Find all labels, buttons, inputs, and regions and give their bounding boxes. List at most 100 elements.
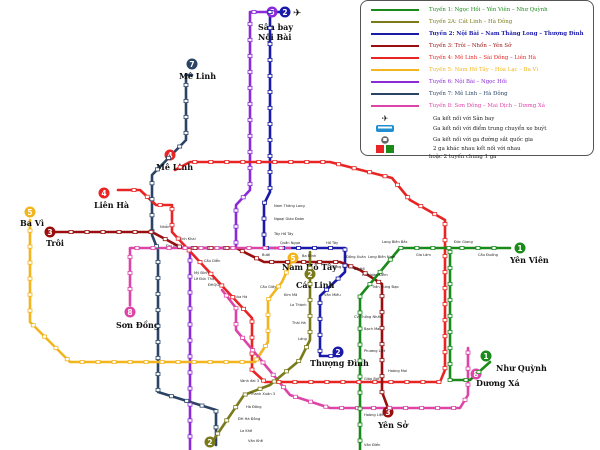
station-giap-bat[interactable]: Giáp Bát: [364, 377, 380, 381]
station-marker[interactable]: [262, 200, 268, 205]
station-marker[interactable]: [442, 222, 448, 227]
station-marker[interactable]: [262, 343, 268, 348]
station-marker[interactable]: [247, 165, 253, 170]
station-marker[interactable]: [379, 390, 385, 395]
station-marker[interactable]: [403, 405, 409, 410]
station-marker[interactable]: [459, 245, 465, 250]
station-tay-ho-tay[interactable]: Tây Hồ Tây: [273, 232, 294, 236]
station-marker[interactable]: [233, 306, 239, 311]
station-marker[interactable]: [131, 187, 137, 192]
station-long-bien-nam[interactable]: Long Biên Nam: [368, 255, 396, 259]
station-marker[interactable]: [357, 374, 363, 379]
station-marker[interactable]: [379, 374, 385, 379]
station-thang-long[interactable]: Thăng Long: [329, 265, 351, 269]
station-my-dinh[interactable]: Mỹ Đình: [194, 271, 209, 275]
station-marker[interactable]: [240, 195, 246, 200]
station-buoi[interactable]: Bưởi: [262, 253, 270, 257]
station-marker[interactable]: [328, 353, 334, 358]
station-marker[interactable]: [303, 345, 309, 350]
station-marker[interactable]: [269, 259, 275, 264]
station-marker[interactable]: [379, 326, 385, 331]
station-marker[interactable]: [308, 379, 314, 384]
station-marker[interactable]: [351, 166, 357, 171]
station-nhon[interactable]: Nhổn: [160, 224, 169, 229]
station-marker[interactable]: [304, 159, 310, 164]
station-marker[interactable]: [267, 122, 273, 127]
station-marker[interactable]: [184, 398, 190, 403]
station-marker[interactable]: [192, 159, 198, 164]
legend-line-1[interactable]: Tuyến 1: Ngọc Hồi – Yên Viên – Như Quỳnh: [371, 5, 548, 15]
station-marker[interactable]: [187, 386, 193, 391]
station-marker[interactable]: [213, 409, 219, 414]
station-marker[interactable]: [418, 204, 424, 209]
station-marker[interactable]: [442, 334, 448, 339]
station-marker[interactable]: [191, 359, 197, 364]
station-marker[interactable]: [307, 329, 313, 334]
station-marker[interactable]: [155, 307, 161, 312]
station-marker[interactable]: [324, 287, 329, 292]
station-dai-mo[interactable]: Đại Mỗ: [166, 243, 178, 248]
station-marker[interactable]: [261, 378, 266, 383]
station-marker[interactable]: [149, 213, 155, 218]
station-marker[interactable]: [301, 259, 307, 264]
station-marker[interactable]: [340, 379, 346, 384]
station-marker[interactable]: [335, 276, 341, 281]
station-marker[interactable]: [265, 312, 271, 317]
station-nam-thang-long[interactable]: Nam Thăng Long: [274, 204, 305, 208]
station-marker[interactable]: [233, 405, 239, 410]
station-marker[interactable]: [285, 259, 291, 264]
station-marker[interactable]: [169, 207, 175, 212]
station-marker[interactable]: [168, 394, 174, 399]
station-marker[interactable]: [215, 431, 221, 436]
station-marker[interactable]: [442, 366, 448, 371]
station-marker[interactable]: [186, 248, 192, 253]
station-marker[interactable]: [387, 257, 393, 262]
station-marker[interactable]: [116, 229, 122, 234]
station-marker[interactable]: [357, 342, 363, 347]
legend-line-2a[interactable]: Tuyến 2A: Cát Linh – Hà Đông: [371, 17, 512, 27]
station-marker[interactable]: [207, 359, 213, 364]
station-marker[interactable]: [442, 302, 448, 307]
station-marker[interactable]: [176, 244, 182, 249]
station-marker[interactable]: [462, 397, 468, 402]
terminus-me-linh-4[interactable]: Mê Linh: [156, 162, 193, 172]
station-marker[interactable]: [148, 229, 154, 234]
station-bo-ho[interactable]: Bờ Hồ: [354, 267, 365, 271]
station-marker[interactable]: [187, 434, 193, 439]
station-marker[interactable]: [240, 159, 246, 164]
station-marker[interactable]: [442, 270, 448, 275]
station-cau-dien[interactable]: Cầu Diễn: [204, 258, 220, 263]
badge-thuong-dinh[interactable]: 2: [332, 346, 344, 358]
station-marker[interactable]: [267, 137, 273, 142]
station-cv-thong-nhat[interactable]: CV Thống Nhất: [354, 315, 382, 319]
station-marker[interactable]: [446, 245, 452, 250]
station-marker[interactable]: [187, 290, 193, 295]
station-marker[interactable]: [261, 216, 267, 221]
station-marker[interactable]: [208, 245, 214, 250]
station-marker[interactable]: [247, 86, 253, 91]
station-marker[interactable]: [246, 245, 252, 250]
station-cau-duong[interactable]: Cầu Đuống: [478, 253, 498, 257]
station-marker[interactable]: [447, 313, 453, 318]
station-marker[interactable]: [292, 379, 298, 384]
station-marker[interactable]: [271, 379, 277, 384]
station-marker[interactable]: [249, 351, 255, 356]
station-marker[interactable]: [27, 276, 33, 281]
station-marker[interactable]: [177, 165, 183, 170]
station-marker[interactable]: [79, 359, 85, 364]
station-marker[interactable]: [175, 236, 181, 241]
station-marker[interactable]: [233, 224, 239, 229]
station-marker[interactable]: [420, 379, 426, 384]
station-marker[interactable]: [267, 106, 273, 111]
station-marker[interactable]: [249, 367, 255, 372]
legend-line-7[interactable]: Tuyến 7: Mê Linh – Hà Đông: [371, 89, 508, 99]
station-quan-ngua[interactable]: Quần Ngựa: [280, 241, 300, 245]
station-marker[interactable]: [382, 174, 388, 179]
station-marker[interactable]: [371, 405, 377, 410]
station-ngoai-giao-doan[interactable]: Ngoại Giao Đoàn: [274, 217, 304, 221]
terminus-me-linh-7[interactable]: Mê Linh: [179, 71, 216, 81]
station-marker[interactable]: [267, 58, 273, 63]
station-marker[interactable]: [339, 405, 345, 410]
station-marker[interactable]: [155, 291, 161, 296]
station-marker[interactable]: [307, 313, 313, 318]
